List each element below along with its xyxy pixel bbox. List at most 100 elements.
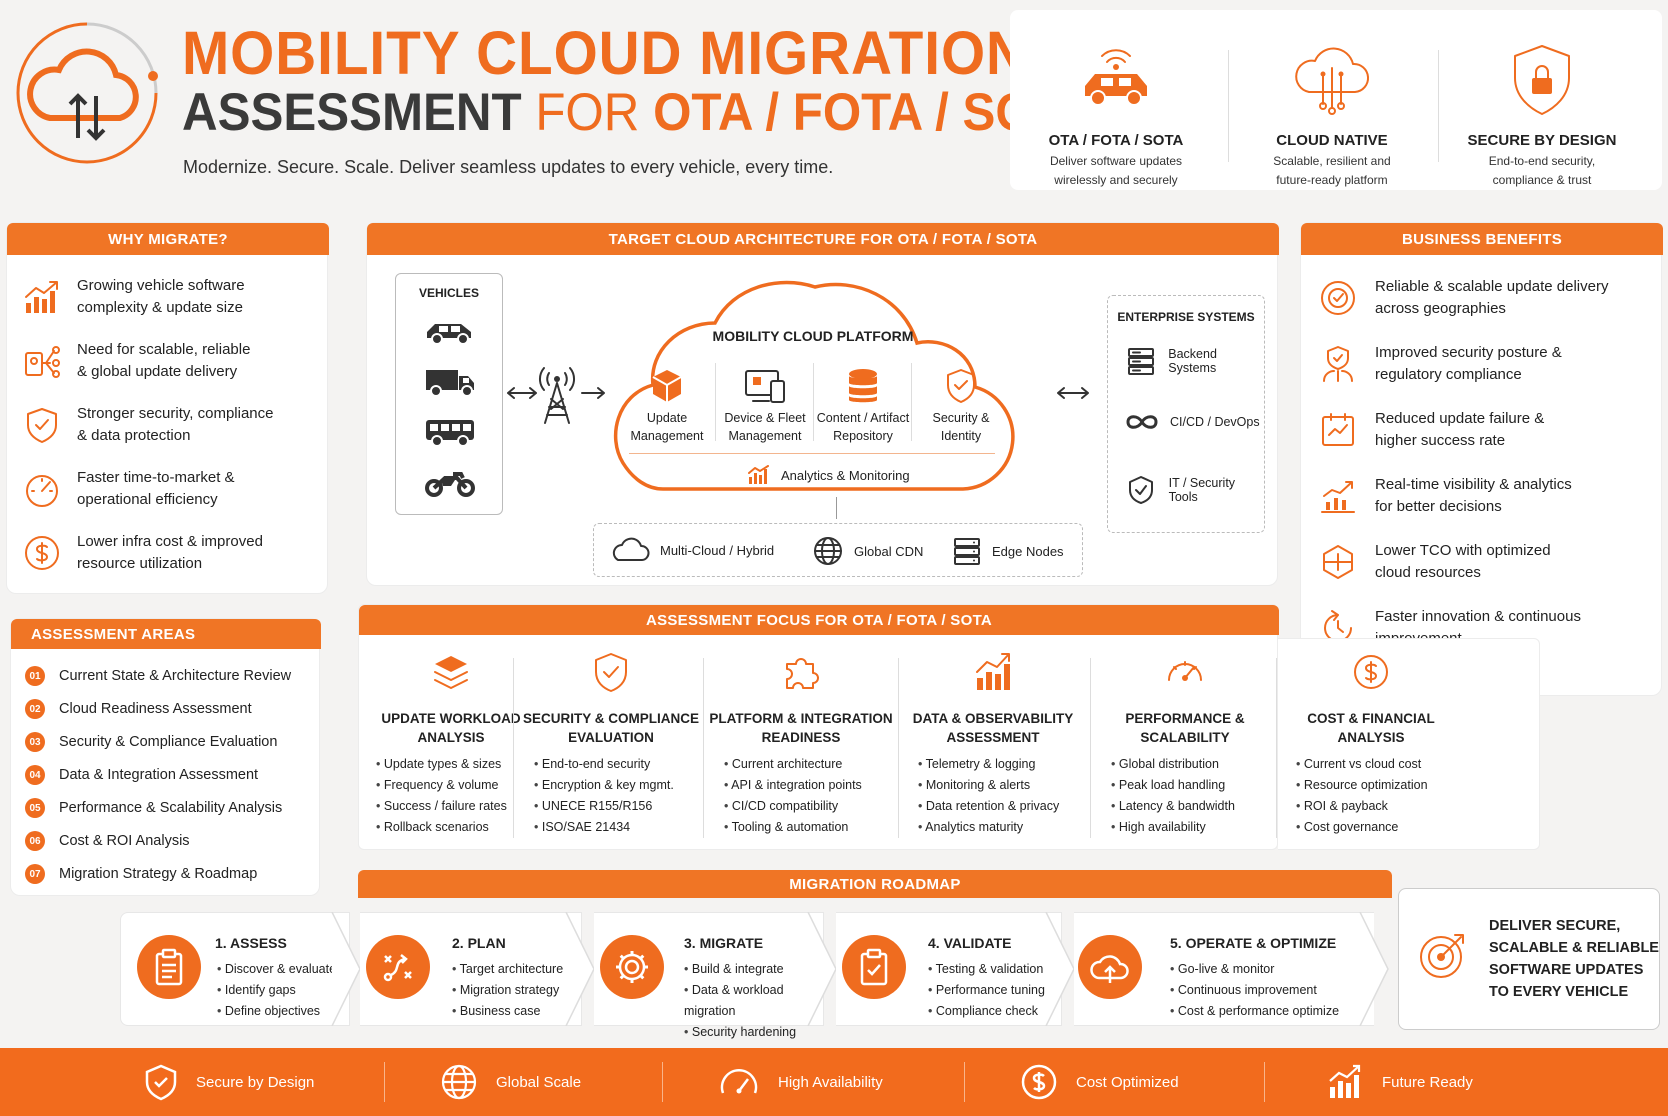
list-item: Need for scalable, reliable& global upda… [7, 331, 327, 391]
focus-title: PLATFORM & INTEGRATION [709, 711, 893, 726]
bidirectional-arrow-icon [1055, 385, 1091, 401]
bullet: Telemetry & logging [918, 754, 1086, 775]
item-text: Cloud Readiness Assessment [59, 701, 252, 717]
service-security-identity: Security & Identity [913, 357, 1009, 445]
bullet: Security hardening [684, 1022, 823, 1043]
item-text: for better decisions [1375, 498, 1502, 515]
step-title: 3. MIGRATE [684, 935, 764, 951]
item-text: Data & Integration Assessment [59, 767, 259, 783]
item-text: Migration Strategy & Roadmap [59, 866, 258, 882]
bullet: UNECE R155/R156 [534, 796, 706, 817]
divider [1264, 1062, 1265, 1102]
report-check-icon [1301, 410, 1375, 450]
item-text: regulatory compliance [1375, 366, 1522, 383]
bullet: Discover & evaluate [217, 959, 336, 980]
bullet: Frequency & volume [376, 775, 544, 796]
step-number: 03 [25, 732, 45, 752]
service-label: Identity [940, 429, 982, 443]
feature-desc: End-to-end security, [1488, 154, 1596, 168]
cloud-platform [603, 267, 1023, 497]
footer-label: Cost Optimized [1076, 1073, 1179, 1091]
step-number: 01 [25, 666, 45, 686]
shield-check-icon [913, 357, 1009, 405]
gauge-icon [1093, 638, 1277, 706]
service-label: Management [728, 429, 802, 443]
connected-car-icon [1016, 30, 1216, 128]
item-text: Security & Compliance Evaluation [59, 734, 278, 750]
analytics-icon [747, 465, 771, 485]
item-text: & global update delivery [77, 363, 238, 380]
roadmap-step: 3. MIGRATE Build & integrateData & workl… [594, 912, 824, 1039]
checklist-icon [842, 935, 906, 999]
step-title: 4. VALIDATE [928, 935, 1012, 951]
page-subtitle: ASSESSMENT FOR OTA / FOTA / SOTA [182, 82, 1096, 143]
bullet: Success / failure rates [376, 796, 544, 817]
infinity-icon [1122, 412, 1162, 432]
feature-title: SECURE BY DESIGN [1467, 132, 1617, 149]
focus-title: ASSESSMENT [946, 730, 1040, 745]
bar-chart-icon [900, 638, 1086, 706]
step-number: 04 [25, 765, 45, 785]
enterprise-item: CI/CD / DevOps [1122, 412, 1260, 432]
bullet: High availability [1111, 817, 1277, 838]
bullet: Rollback scenarios [376, 817, 544, 838]
roadmap-step: 5. OPERATE & OPTIMIZE Go-live & monitorC… [1074, 912, 1374, 1026]
focus-column: PERFORMANCE &SCALABILITY Global distribu… [1093, 638, 1277, 838]
item-text: cloud resources [1375, 564, 1481, 581]
platform-services: Update Management Device & Fleet Managem… [619, 357, 1005, 453]
bidirectional-arrow-icon [505, 385, 539, 401]
focus-title: ANALYSIS [1337, 730, 1405, 745]
item-text: resource utilization [77, 555, 203, 572]
bullet: Build & integrate [684, 959, 823, 980]
feature-desc: future-ready platform [1276, 173, 1388, 187]
roadmap-steps: 1. ASSESS Discover & evaluateIdentify ga… [120, 912, 1390, 1039]
divider [662, 1062, 663, 1102]
security-shield-icon [1122, 474, 1161, 506]
car-icon [423, 316, 477, 346]
divider [513, 658, 514, 838]
service-label: Update [646, 411, 688, 425]
footer-item: Global Scale [440, 1048, 581, 1116]
title-assessment: ASSESSMENT [182, 83, 522, 142]
globe-check-icon [1301, 278, 1375, 318]
focus-title: COST & FINANCIAL [1307, 711, 1435, 726]
infra-item: Edge Nodes [952, 536, 1064, 566]
motorcycle-icon [423, 466, 477, 498]
list-item: Improved security posture &regulatory co… [1301, 333, 1641, 395]
dollar-icon [7, 533, 77, 573]
infra-label: Global CDN [854, 543, 924, 559]
bullet: Testing & validation [928, 959, 1045, 980]
feature-secure: SECURE BY DESIGN End-to-end security, co… [1442, 30, 1642, 190]
feature-cloud-native: CLOUD NATIVE Scalable, resilient and fut… [1232, 30, 1432, 190]
analytics-label: Analytics & Monitoring [781, 467, 910, 483]
footer-item: Cost Optimized [1020, 1048, 1179, 1116]
roadmap-step: 4. VALIDATE Testing & validationPerforma… [836, 912, 1062, 1026]
divider [1438, 50, 1439, 162]
bullet: Business case [452, 1001, 563, 1022]
feature-title: OTA / FOTA / SOTA [1048, 132, 1184, 149]
assessment-focus-header: ASSESSMENT FOCUS FOR OTA / FOTA / SOTA [359, 605, 1279, 635]
bullet: Encryption & key mgmt. [534, 775, 706, 796]
footer-label: High Availability [778, 1073, 883, 1091]
assessment-areas-header: ASSESSMENT AREAS [11, 619, 321, 649]
infra-label: Multi-Cloud / Hybrid [660, 542, 775, 558]
logo [12, 18, 162, 168]
item-text: Cost & ROI Analysis [59, 833, 190, 849]
coins-icon [1301, 542, 1375, 582]
feature-title: CLOUD NATIVE [1276, 132, 1388, 149]
item-text: across geographies [1375, 300, 1506, 317]
item-text: Lower infra cost & improved [77, 533, 263, 550]
bullet: Analytics maturity [918, 817, 1086, 838]
truck-icon [423, 366, 477, 398]
item-text: Lower TCO with optimized [1375, 542, 1551, 559]
item-text: operational efficiency [77, 491, 218, 508]
cloud-circuit-icon [1232, 30, 1432, 128]
business-benefits-panel: BUSINESS BENEFITS Reliable & scalable up… [1300, 222, 1663, 696]
